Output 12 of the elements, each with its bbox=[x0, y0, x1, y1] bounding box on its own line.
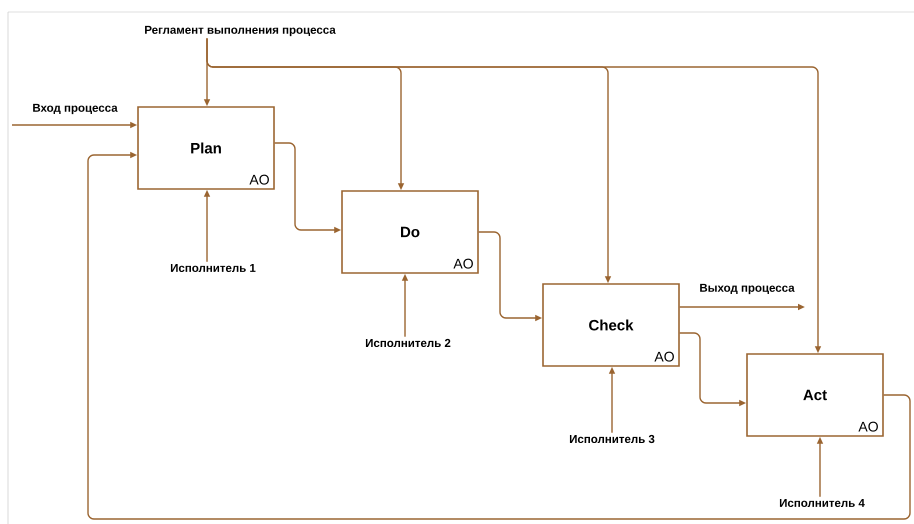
process-box: Do AO bbox=[341, 190, 479, 274]
performer-label: Исполнитель 1 bbox=[170, 264, 256, 272]
process-box: Act AO bbox=[746, 353, 884, 437]
process-box: Plan AO bbox=[137, 106, 275, 190]
performer-label: Исполнитель 3 bbox=[570, 434, 654, 444]
edge-label: Выход процесса bbox=[698, 282, 796, 296]
regulation-label: Регламент выполнения процесса bbox=[145, 26, 336, 36]
performer-label: Исполнитель 2 bbox=[366, 338, 450, 348]
edge-label: Вход процесса bbox=[31, 102, 119, 116]
process-box: Check AO bbox=[542, 283, 680, 367]
performer-label: Исполнитель 4 bbox=[780, 499, 865, 507]
arrow bbox=[87, 152, 911, 520]
